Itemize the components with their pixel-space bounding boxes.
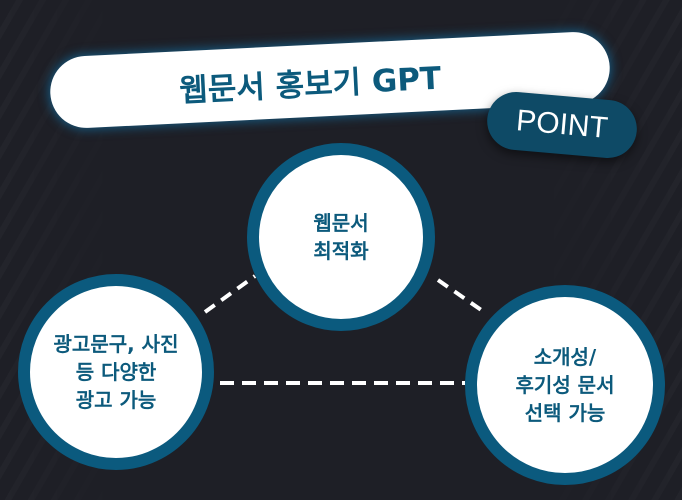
title-text: 웹문서 홍보기 GPT [178,60,442,109]
point-badge-text: POINT [514,104,610,145]
node-right: 소개성/ 후기성 문서 선택 가능 [465,285,665,485]
connector-top-left [203,274,257,314]
node-left: 광고문구, 사진 등 다양한 광고 가능 [18,274,214,470]
node-right-text: 소개성/ 후기성 문서 선택 가능 [515,345,615,425]
node-top: 웹문서 최적화 [247,143,435,331]
connector-top-right [436,278,489,316]
node-left-text: 광고문구, 사진 등 다양한 광고 가능 [53,332,179,412]
node-top-text: 웹문서 최적화 [313,211,369,263]
